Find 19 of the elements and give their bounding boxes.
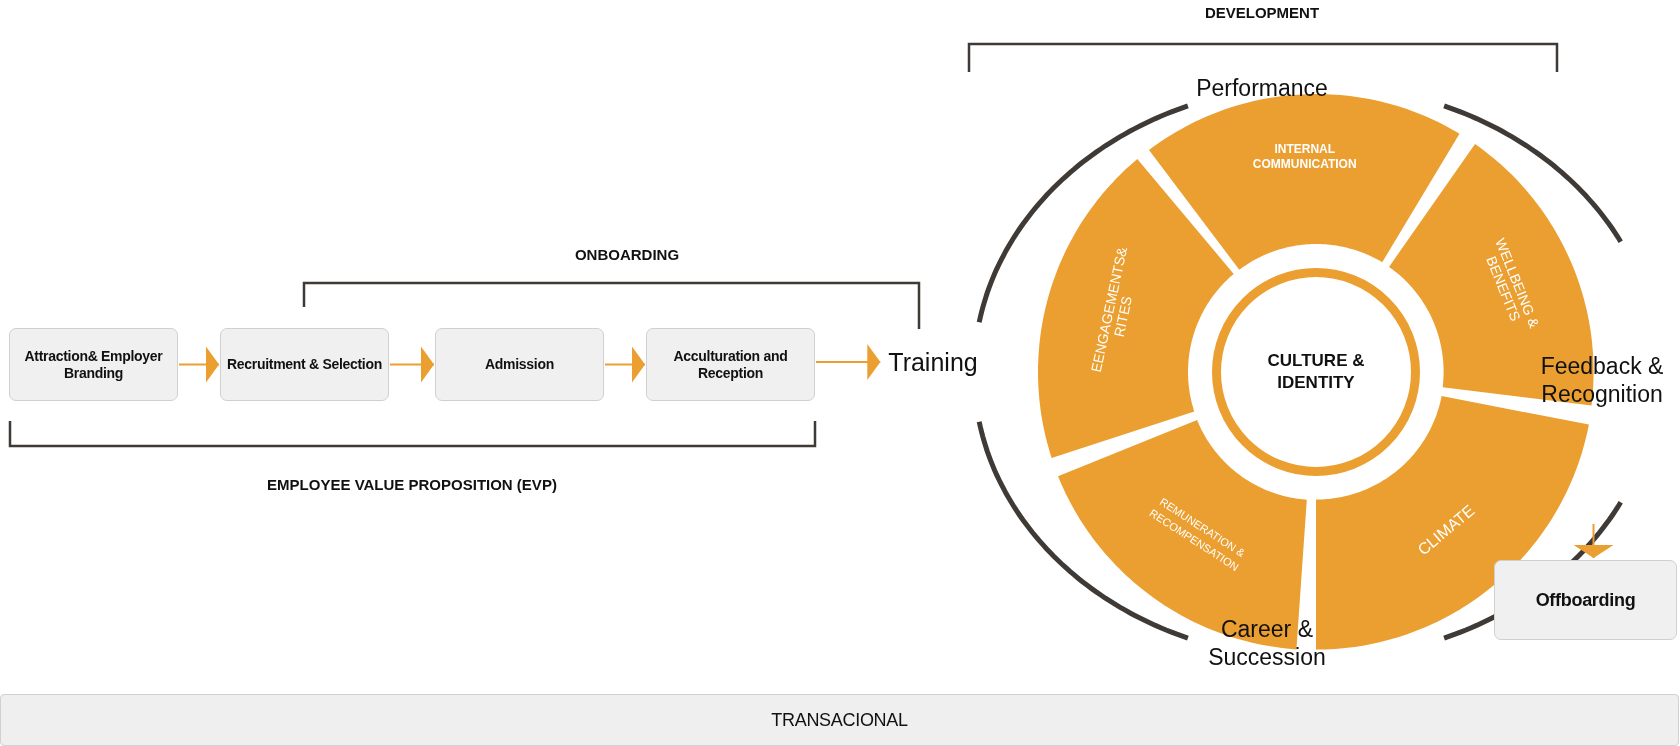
center-circle: CULTURE & IDENTITY bbox=[1212, 268, 1420, 476]
process-box: Admission bbox=[435, 328, 604, 401]
arrow bbox=[815, 344, 882, 380]
process-box: Recruitment & Selection bbox=[220, 328, 389, 401]
stage-label: Career & Succession bbox=[1207, 615, 1327, 671]
arrow bbox=[389, 346, 435, 383]
arrow bbox=[1573, 523, 1614, 559]
section-label: ONBOARDING bbox=[574, 246, 680, 263]
segment-label: INTERNAL COMMUNICATION bbox=[1251, 142, 1358, 173]
stage-label: Performance bbox=[1196, 74, 1328, 102]
process-box: Attraction& Employer Branding bbox=[9, 328, 178, 401]
process-box: Acculturation and Reception bbox=[646, 328, 815, 401]
section-label: EMPLOYEE VALUE PROPOSITION (EVP) bbox=[267, 476, 557, 493]
arrow bbox=[604, 346, 646, 383]
arrow bbox=[178, 346, 220, 383]
stage-label: Training bbox=[888, 348, 978, 376]
process-box: Offboarding bbox=[1494, 560, 1677, 640]
transactional-band: TRANSACIONAL bbox=[0, 694, 1679, 746]
section-label: DEVELOPMENT bbox=[1204, 4, 1320, 21]
